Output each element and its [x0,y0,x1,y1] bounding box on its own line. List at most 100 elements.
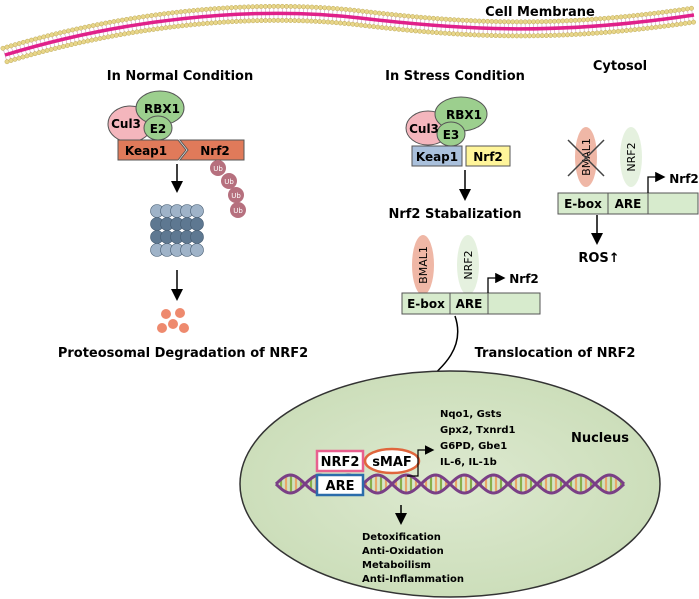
lipid-head [20,54,26,60]
lipid-head [606,15,611,21]
lipid-head [586,31,592,37]
lipid-head [372,10,378,16]
lipid-head [664,9,670,15]
lipid-head [539,33,545,39]
lipid-head [459,31,465,37]
lipid-head [234,19,239,24]
lipid-head [615,28,621,34]
lipid-head [439,16,445,22]
target-gene-3: G6PD, Gbe1 [440,441,507,452]
lipid-head [8,43,14,49]
lipid-head [689,5,694,11]
lipid-head [472,18,478,24]
lipid-head [674,22,680,27]
lipid-head [233,5,239,10]
lipid-head [115,18,121,24]
nuclear-complex: NRF2 sMAF ARE [315,445,435,497]
lipid-head [410,14,416,19]
lipid-head [171,24,177,30]
lipid-head [132,15,138,21]
lipid-head [151,26,156,32]
lipid-head [643,11,649,17]
lipid-head [531,19,536,25]
lipid-head [464,18,470,23]
lipid-head [37,35,43,41]
lipid-head [207,6,213,12]
outcomes-list: Detoxification Anti-Oxidation Metaboilis… [362,532,464,585]
lipid-head [78,25,84,31]
lipid-head [451,31,456,37]
lipid-head [283,18,289,23]
lipid-head [61,29,67,35]
lipid-head [360,8,366,14]
lipid-head [618,14,624,20]
lipid-head [153,12,159,18]
lipid-head [531,33,537,39]
lipid-head [680,7,686,12]
lipid-head [624,28,629,33]
lipid-head [368,9,374,15]
lipid-head [518,33,524,39]
lipid-head [362,23,368,29]
lipid-head [401,13,407,19]
lipid-head [267,4,273,9]
lipid-head [484,32,490,38]
lipid-head [367,23,372,29]
lipid-head [350,21,356,27]
lipid-head [300,18,306,24]
lipid-head [69,42,74,47]
lipid-head [74,26,80,32]
lipid-head [33,36,38,42]
lipid-head [136,14,142,20]
nrf2-label-stress: Nrf2 [473,150,503,164]
lipid-head [65,43,70,48]
lipid-head [119,17,125,23]
ub-4: Ub [233,207,243,215]
lipid-head [134,29,140,35]
lipid-head [447,17,453,22]
lipid-head [326,5,332,11]
nrf2-label-nucleus: NRF2 [321,455,360,470]
cell-membrane [0,3,696,65]
lipid-head [396,26,402,32]
lipid-head [203,6,209,12]
lipid-head [493,19,499,24]
lipid-head [406,13,411,19]
lipid-head [93,36,99,42]
lipid-head [610,15,616,21]
lipid-head [514,19,520,25]
lipid-head [682,20,688,26]
are-box-nucleus [315,473,365,497]
lipid-head [678,21,684,27]
target-gene-4: IL-6, IL-1b [440,457,497,468]
lipid-head [354,22,360,28]
keap1-label: Keap1 [125,144,167,158]
stress-condition-title: In Stress Condition [385,69,525,84]
lipid-head [651,10,657,16]
lipid-head [364,9,370,15]
knockout-gene-promoter: BMAL1 NRF2 E-box ARE Nrf2 ROS↑ [557,127,699,266]
lipid-head [111,19,117,24]
lipid-head [36,50,42,55]
nrf2-label: Nrf2 [200,144,230,158]
lipid-head [356,8,361,14]
lipid-head [518,19,524,25]
lipid-head [413,28,418,34]
lipid-head [404,27,410,33]
lipid-head [174,9,180,15]
lipid-head [40,49,46,54]
lipid-head [417,28,423,34]
lipid-head [70,27,75,33]
lipid-head [212,6,218,12]
lipid-head [4,59,10,65]
cul3-label: Cul3 [111,117,141,131]
lipid-head [639,12,645,18]
lipid-head [161,11,167,17]
lipid-head [467,32,473,38]
lipid-head [259,18,264,23]
keap1-label-stress: Keap1 [416,150,458,164]
lipid-head [505,33,511,39]
lipid-head [383,25,389,31]
lipid-head [330,5,336,11]
lipid-head [246,18,252,24]
